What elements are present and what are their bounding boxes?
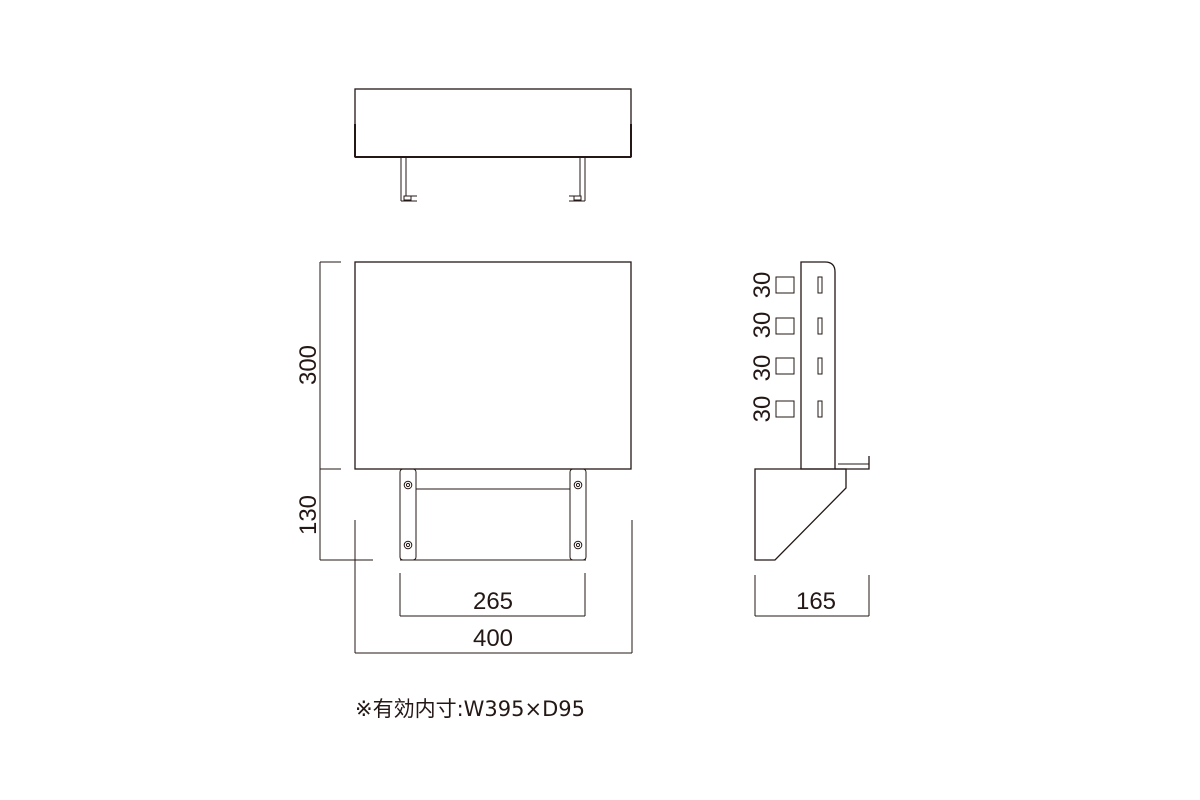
slot-icon <box>817 400 823 418</box>
bolt-icon <box>403 480 413 490</box>
slot-icon <box>817 317 823 335</box>
dim-300: 300 <box>295 261 341 470</box>
slot-icon <box>817 357 823 375</box>
top-view-left-bracket <box>400 157 417 202</box>
dim-300-label: 300 <box>295 345 322 385</box>
side-view-shelf-lip <box>835 456 870 470</box>
side-view: 30 30 30 30 165 <box>749 261 870 617</box>
dim-265: 265 <box>399 573 586 617</box>
dim-165-label: 165 <box>796 588 836 615</box>
front-view-right-bracket <box>569 468 587 561</box>
top-view-shelf-outline <box>354 88 632 158</box>
side-view-back-rail <box>800 261 836 470</box>
pitch-markers: 30 30 30 30 <box>749 272 795 423</box>
pitch-label: 30 <box>749 312 776 339</box>
dim-265-label: 265 <box>473 588 513 615</box>
dim-130-label: 130 <box>295 495 322 535</box>
pitch-label: 30 <box>749 272 776 299</box>
dim-400-label: 400 <box>473 625 513 652</box>
top-view-right-bracket <box>569 157 586 202</box>
side-view-bracket <box>754 468 847 561</box>
top-view <box>354 88 632 202</box>
bolt-icon <box>403 540 413 550</box>
effective-dimensions-note: ※有効内寸:W395×D95 <box>355 697 585 721</box>
bolt-icon <box>573 480 583 490</box>
pitch-label: 30 <box>749 355 776 382</box>
dim-400: 400 <box>354 520 633 654</box>
front-view: 300 130 265 400 <box>295 261 633 654</box>
front-view-left-bracket <box>399 468 417 561</box>
bolt-icon <box>573 540 583 550</box>
dim-165: 165 <box>754 575 870 617</box>
pitch-label: 30 <box>749 396 776 423</box>
front-view-back-panel <box>354 261 632 470</box>
dim-130: 130 <box>295 469 373 561</box>
slot-icon <box>817 276 823 294</box>
